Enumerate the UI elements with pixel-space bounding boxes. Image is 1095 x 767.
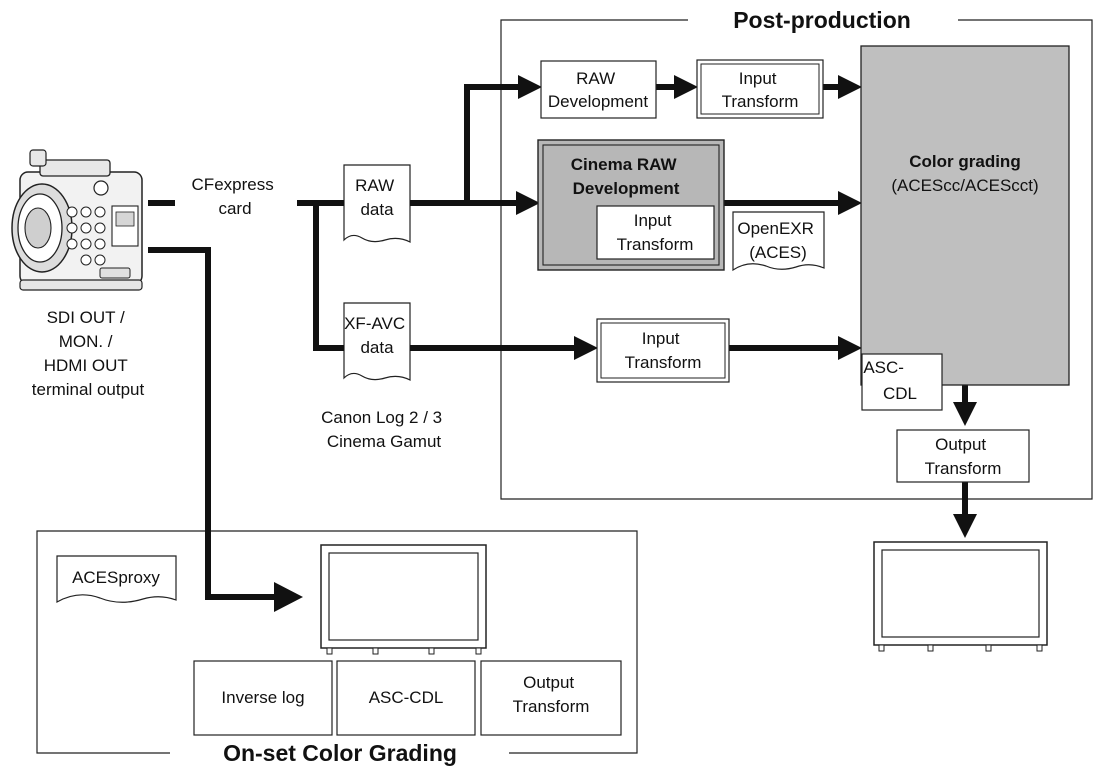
raw-development-box: RAW Development [540,60,657,119]
svg-text:ACESproxy: ACESproxy [72,568,160,587]
monitor-output-label: SDI OUT / MON. / HDMI OUT terminal outpu… [32,308,145,399]
svg-text:Cinema RAW Development: Cinema RAW Development [571,155,682,198]
svg-text:RAW data: RAW data [355,176,399,219]
input-transform-top-box: Input Transform [696,59,824,119]
color-grading-box: Color grading (ACEScc/ACEScct) [860,45,1070,386]
asc-cdl-post-box: ASC- CDL [861,353,943,411]
acesproxy-file: ACESproxy [56,555,177,604]
svg-text:XF-AVC data: XF-AVC data [344,314,410,357]
color-grading-title: Color grading [909,152,1020,171]
input-transform-xfavc-box: Input Transform [596,318,730,383]
svg-text:Input Transform: Input Transform [722,69,799,111]
svg-text:Inverse log: Inverse log [221,688,304,707]
xfavc-data-file: XF-AVC data [343,302,411,381]
post-production-frame: Post-production [500,7,1093,500]
post-production-title: Post-production [733,7,911,33]
raw-data-file: RAW data [343,164,411,243]
flow-lines [148,84,968,600]
on-set-monitor-icon [320,544,487,655]
output-transform-post-box: Output Transform [896,429,1030,483]
color-grading-subtitle: (ACEScc/ACEScct) [891,176,1038,195]
openexr-file: OpenEXR (ACES) [732,211,825,272]
post-monitor-icon [873,541,1048,652]
inverse-log-box: Inverse log [193,660,333,736]
svg-text:Output Transform: Output Transform [513,673,590,716]
cinema-raw-development-box: Cinema RAW Development Input Transform [537,139,725,271]
cfexpress-card-label: CFexpress card [192,175,279,218]
svg-text:Input Transform: Input Transform [617,211,694,254]
svg-text:OpenEXR (ACES): OpenEXR (ACES) [737,219,818,262]
asc-cdl-onset-box: ASC-CDL [336,660,476,736]
arrowheads [274,75,977,612]
svg-text:Input Transform: Input Transform [625,329,702,372]
svg-text:ASC-CDL: ASC-CDL [369,688,444,707]
on-set-frame: On-set Color Grading [36,530,638,766]
svg-text:ASC- CDL: ASC- CDL [863,358,917,403]
output-transform-onset-box: Output Transform [480,660,622,736]
svg-text:RAW Development: RAW Development [548,69,648,111]
on-set-title: On-set Color Grading [223,740,457,766]
canon-log-note: Canon Log 2 / 3 Cinema Gamut [321,408,447,451]
camera-icon [11,149,143,291]
svg-text:Output Transform: Output Transform [925,435,1002,478]
